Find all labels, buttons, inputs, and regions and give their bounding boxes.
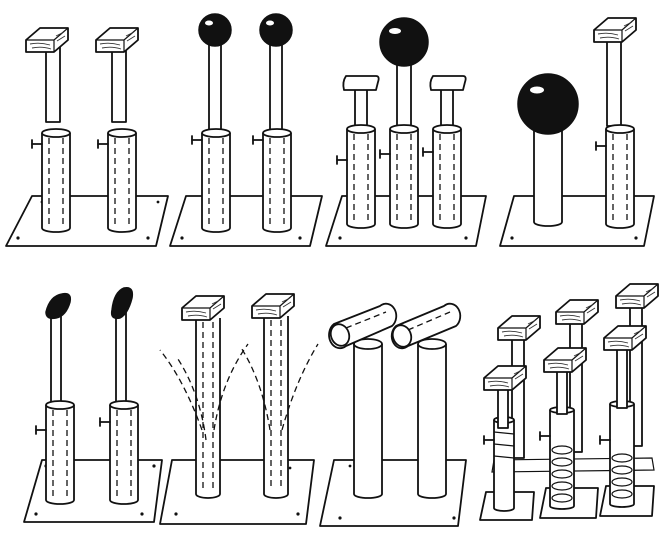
very-large-ball-icon	[517, 73, 579, 135]
panel-8	[479, 283, 659, 521]
panel-4	[499, 17, 655, 247]
panel-5	[23, 286, 163, 523]
panel-1	[5, 27, 169, 247]
small-ball-icon	[198, 13, 232, 47]
panel-6	[159, 293, 319, 525]
panel-2	[169, 13, 323, 247]
small-ball-icon	[259, 13, 293, 47]
panel-7	[319, 302, 467, 527]
large-ball-icon	[379, 17, 429, 67]
blob-tip-icon	[45, 292, 72, 320]
blob-tip-icon	[110, 286, 134, 320]
panel-3	[325, 17, 487, 247]
